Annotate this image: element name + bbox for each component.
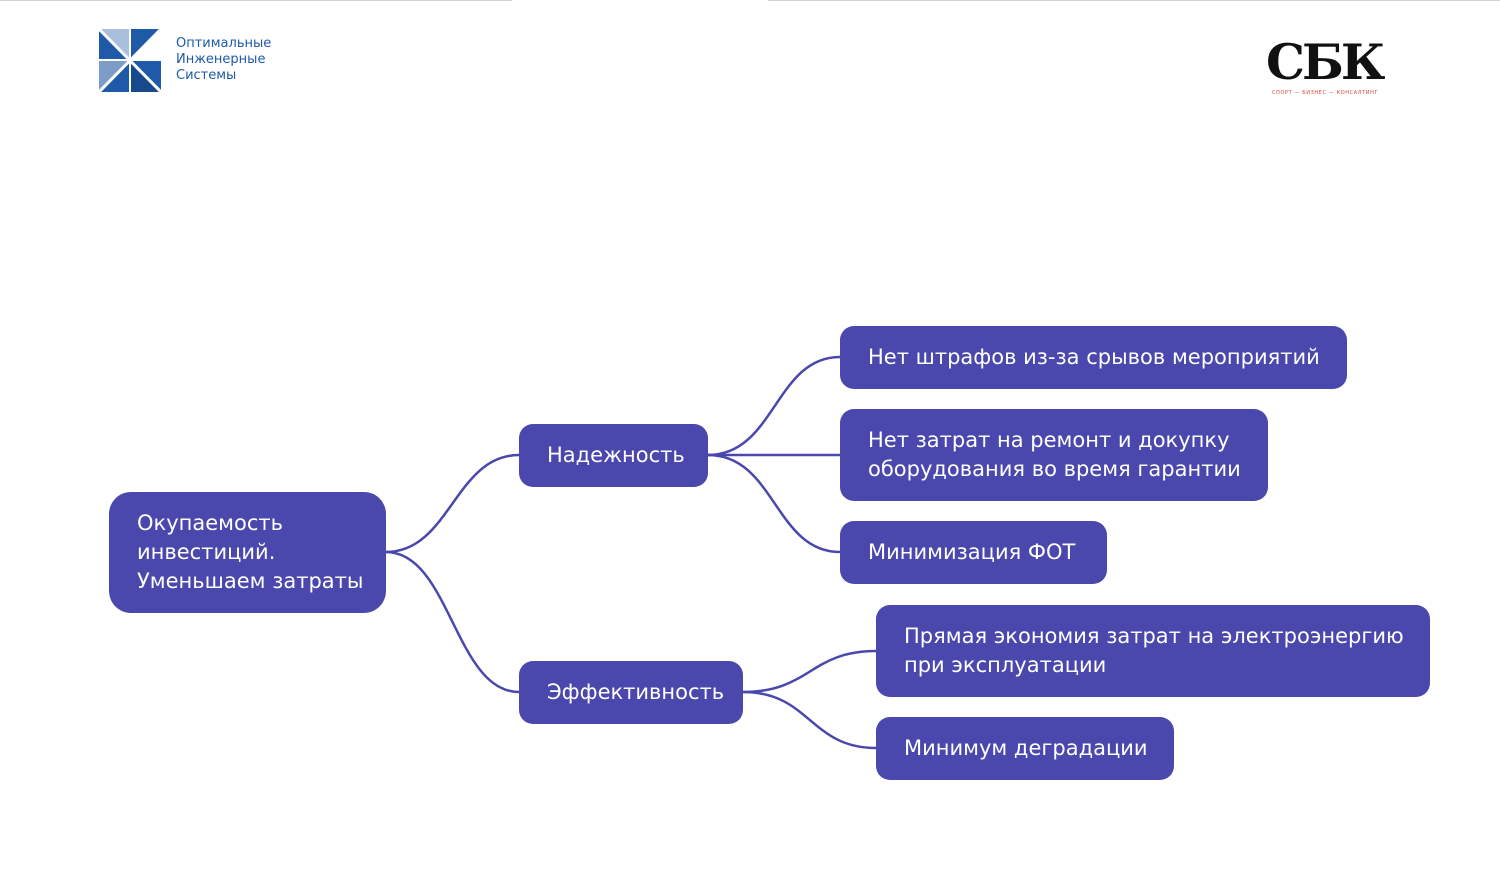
company-logo-line-1: Оптимальные bbox=[176, 36, 272, 51]
branch-node-label: Эффективность bbox=[547, 680, 725, 704]
top-divider-right bbox=[768, 0, 1500, 1]
company-logo-text: Оптимальные Инженерные Системы bbox=[176, 36, 271, 84]
leaf-node-label: Прямая экономия затрат на электроэнергию… bbox=[904, 624, 1404, 677]
leaf-node-no-repair-costs: Нет затрат на ремонт и докупку оборудова… bbox=[840, 409, 1268, 501]
leaf-node-label: Нет затрат на ремонт и докупку оборудова… bbox=[868, 428, 1241, 481]
leaf-node-minimum-degradation: Минимум деградации bbox=[876, 717, 1174, 780]
leaf-node-label: Нет штрафов из-за срывов мероприятий bbox=[868, 345, 1320, 369]
branch-node-label: Надежность bbox=[547, 443, 685, 467]
company-logo-left: Оптимальные Инженерные Системы bbox=[99, 29, 289, 93]
connector-efficiency-leaf-4 bbox=[742, 649, 877, 694]
connector-efficiency-leaf-5 bbox=[742, 690, 877, 750]
company-logo-icon bbox=[99, 29, 161, 92]
company-logo-right: СБК СПОРТ — БИЗНЕС — КОНСАЛТИНГ bbox=[1266, 34, 1411, 100]
connector-reliability-leaf-1 bbox=[707, 355, 841, 457]
root-node-label: Окупаемость инвестиций. Уменьшаем затрат… bbox=[137, 511, 364, 593]
top-divider-left bbox=[0, 0, 512, 1]
leaf-node-label: Минимизация ФОТ bbox=[868, 540, 1076, 564]
branch-node-efficiency: Эффективность bbox=[519, 661, 743, 724]
leaf-node-no-fines: Нет штрафов из-за срывов мероприятий bbox=[840, 326, 1347, 389]
connector-reliability-leaf-3 bbox=[707, 453, 841, 554]
leaf-node-payroll-minimization: Минимизация ФОТ bbox=[840, 521, 1107, 584]
leaf-node-label: Минимум деградации bbox=[904, 736, 1148, 760]
company-logo-line-2: Инженерные bbox=[176, 52, 266, 67]
brand-tagline: СПОРТ — БИЗНЕС — КОНСАЛТИНГ bbox=[1272, 90, 1379, 96]
brand-logo-text: СБК bbox=[1266, 33, 1385, 91]
connector-root-efficiency bbox=[385, 550, 520, 694]
company-logo-line-3: Системы bbox=[176, 68, 237, 83]
branch-node-reliability: Надежность bbox=[519, 424, 708, 487]
connector-root-reliability bbox=[385, 453, 520, 554]
mind-map-root-node: Окупаемость инвестиций. Уменьшаем затрат… bbox=[109, 492, 386, 613]
leaf-node-energy-savings: Прямая экономия затрат на электроэнергию… bbox=[876, 605, 1430, 697]
